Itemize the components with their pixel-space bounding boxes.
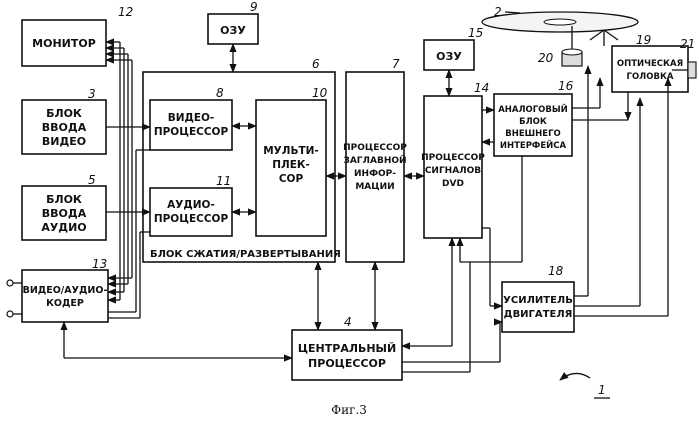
analog-interface-line4: ИНТЕРФЕЙСА	[500, 139, 567, 151]
motor-amp-number: 18	[548, 264, 564, 278]
ram1-block: ОЗУ 9	[208, 0, 258, 44]
monitor-label: МОНИТОР	[32, 37, 96, 50]
optical-head-line1: ОПТИЧЕСКАЯ	[617, 59, 683, 69]
motor-amp-line1: УСИЛИТЕЛЬ	[503, 295, 573, 306]
disc-number: 2	[494, 5, 502, 19]
title-processor-line4: МАЦИИ	[355, 182, 394, 192]
monitor-block: МОНИТОР 12	[22, 5, 133, 66]
video-input-block: БЛОК ВВОДА ВИДЕО 3	[22, 87, 106, 154]
motor-amp-block: УСИЛИТЕЛЬ ДВИГАТЕЛЯ 18	[502, 264, 574, 332]
motor-amp-line2: ДВИГАТЕЛЯ	[504, 309, 573, 320]
multiplexer-line1: МУЛЬТИ-	[263, 145, 319, 157]
thread-motor-number: 21	[680, 37, 695, 51]
audio-input-block: БЛОК ВВОДА АУДИО 5	[22, 173, 106, 240]
audio-input-line2: ВВОДА	[42, 207, 87, 220]
av-coder-line2: КОДЕР	[46, 298, 84, 309]
optical-head-number: 19	[636, 33, 651, 47]
pickup-arm-icon	[590, 30, 618, 46]
audio-processor-line2: ПРОЦЕССОР	[154, 213, 229, 225]
system-ref-number: 1	[598, 383, 606, 397]
analog-interface-block: АНАЛОГОВЫЙ БЛОК ВНЕШНЕГО ИНТЕРФЕЙСА 16	[494, 79, 574, 156]
audio-input-number: 5	[88, 173, 96, 187]
dvd-processor-line3: DVD	[442, 179, 464, 189]
ram1-number: 9	[250, 0, 258, 14]
cpu-line2: ПРОЦЕССОР	[308, 357, 386, 370]
optical-head-line2: ГОЛОВКА	[627, 72, 674, 82]
system-reference: 1	[560, 373, 610, 398]
analog-interface-line1: АНАЛОГОВЫЙ	[498, 103, 568, 115]
monitor-number: 12	[118, 5, 133, 19]
title-processor-number: 7	[392, 57, 400, 71]
av-coder-line1: ВИДЕО/АУДИО-	[23, 285, 108, 296]
disc-icon: 2	[482, 5, 638, 32]
analog-interface-line3: ВНЕШНЕГО	[505, 129, 560, 139]
dvd-processor-line1: ПРОЦЕССОР	[421, 153, 485, 163]
title-processor-line2: ЗАГЛАВНОЙ	[343, 154, 406, 166]
dvd-processor-number: 14	[474, 81, 489, 95]
cpu-block: ЦЕНТРАЛЬНЫЙ ПРОЦЕССОР 4	[292, 315, 402, 380]
video-processor-line2: ПРОЦЕССОР	[154, 126, 229, 138]
ram1-label: ОЗУ	[220, 24, 246, 37]
compression-unit-label: БЛОК СЖАТИЯ/РАЗВЕРТЫВАНИЯ	[150, 249, 341, 260]
audio-processor-number: 11	[216, 174, 231, 188]
compression-unit-number: 6	[312, 57, 320, 71]
dvd-processor-line2: СИГНАЛОВ	[425, 166, 481, 176]
figure-caption: Фиг.3	[331, 403, 367, 417]
video-input-line1: БЛОК	[46, 107, 82, 120]
video-processor-line1: ВИДЕО-	[168, 112, 215, 124]
title-processor-line1: ПРОЦЕССОР	[343, 143, 407, 153]
cpu-number: 4	[344, 315, 352, 329]
audio-input-line3: АУДИО	[41, 221, 86, 234]
ram2-label: ОЗУ	[436, 50, 462, 63]
cpu-line1: ЦЕНТРАЛЬНЫЙ	[298, 342, 396, 355]
audio-input-line1: БЛОК	[46, 193, 82, 206]
dvd-processor-block: ПРОЦЕССОР СИГНАЛОВ DVD 14	[421, 81, 489, 238]
title-processor-block: ПРОЦЕССОР ЗАГЛАВНОЙ ИНФОР- МАЦИИ 7	[343, 57, 407, 262]
av-coder-block: ВИДЕО/АУДИО- КОДЕР 13	[22, 257, 108, 322]
av-coder-number: 13	[92, 257, 107, 271]
audio-processor-line1: АУДИО-	[167, 199, 215, 211]
spindle-motor-number: 20	[538, 51, 554, 65]
video-processor-number: 8	[216, 86, 224, 100]
analog-interface-line2: БЛОК	[519, 117, 547, 127]
multiplexer-line3: СОР	[279, 173, 304, 185]
video-input-line3: ВИДЕО	[42, 135, 86, 148]
multiplexer-block: МУЛЬТИ- ПЛЕК- СОР 10	[256, 86, 328, 236]
video-input-line2: ВВОДА	[42, 121, 87, 134]
ram2-block: ОЗУ 15	[424, 26, 483, 70]
title-processor-line3: ИНФОР-	[354, 169, 396, 179]
multiplexer-number: 10	[312, 86, 328, 100]
optical-head-block: ОПТИЧЕСКАЯ ГОЛОВКА 19	[612, 33, 688, 92]
multiplexer-line2: ПЛЕК-	[272, 159, 310, 171]
ram2-number: 15	[468, 26, 483, 40]
analog-interface-number: 16	[558, 79, 574, 93]
video-input-number: 3	[88, 87, 96, 101]
